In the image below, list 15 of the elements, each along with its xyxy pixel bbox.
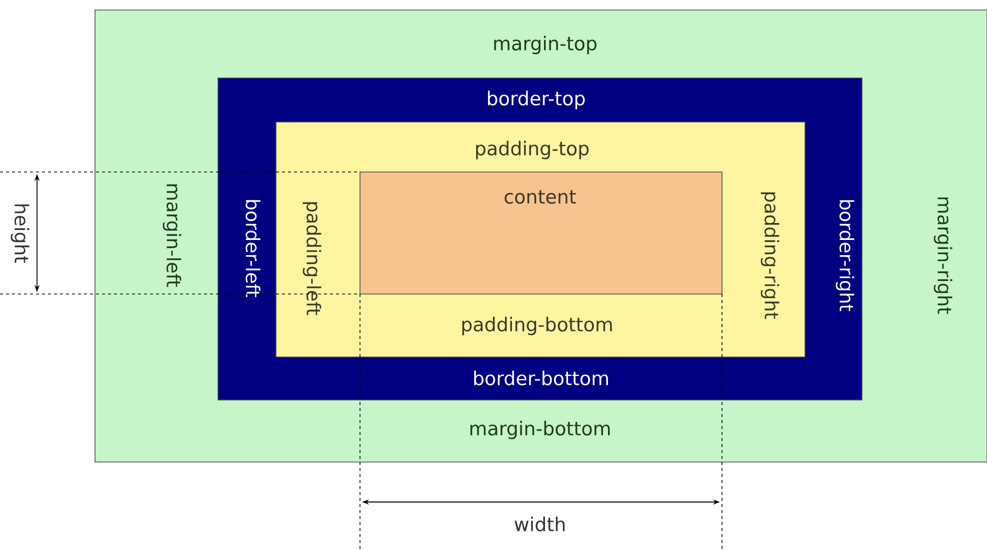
area-label: content (504, 190, 576, 204)
area-label: margin-right (934, 197, 952, 314)
area-label: padding-left (302, 202, 322, 315)
area-label: margin-top (494, 36, 596, 54)
area-label: margin-left (162, 184, 182, 287)
area-label: border-right (836, 200, 854, 312)
area-label: padding-bottom (462, 316, 612, 336)
dimension-label: width (512, 516, 568, 532)
area-label: border-top (488, 90, 585, 110)
area-label: padding-top (476, 140, 589, 160)
area-label: margin-bottom (470, 420, 610, 440)
area-label: padding-right (760, 192, 780, 319)
area-label: border-left (246, 200, 260, 298)
area-label: border-bottom (474, 370, 608, 386)
dimension-label: height (10, 202, 30, 264)
